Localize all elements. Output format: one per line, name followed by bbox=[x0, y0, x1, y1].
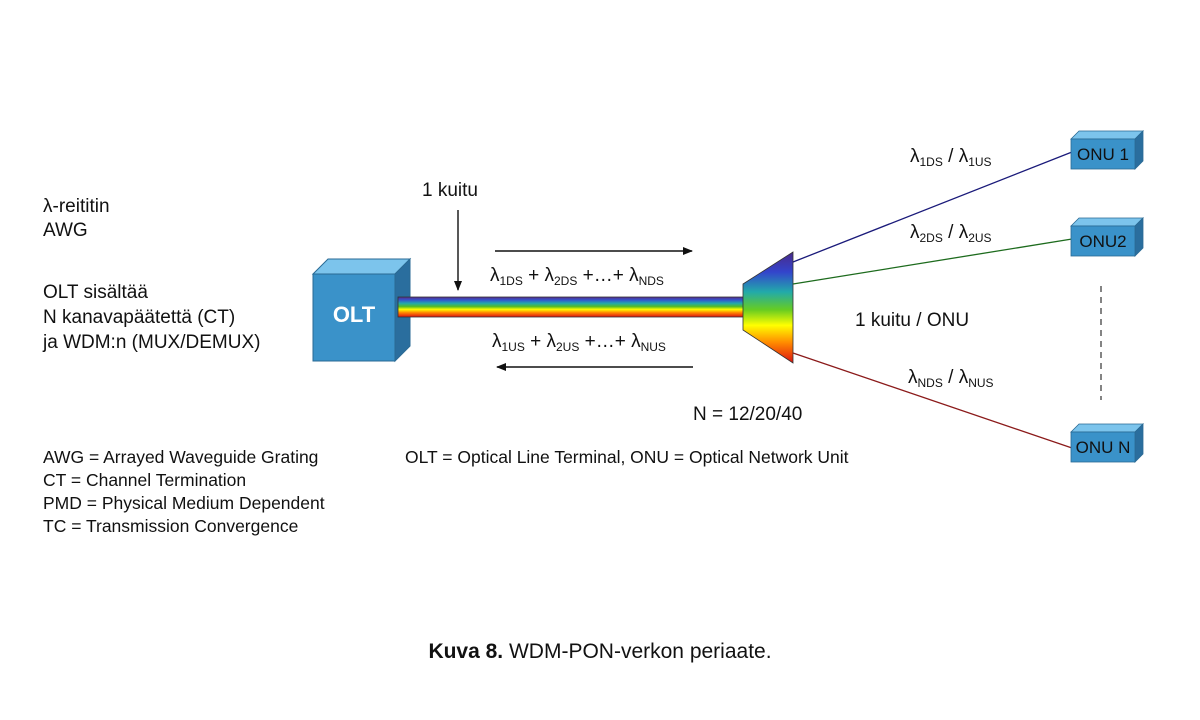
note-olt-contains: OLT sisältää bbox=[43, 282, 148, 303]
terms-definition: OLT = Optical Line Terminal, ONU = Optic… bbox=[405, 447, 849, 467]
per-onu-fiber-label: 1 kuitu / ONU bbox=[855, 310, 970, 331]
onu-n-label: ONU N bbox=[1076, 438, 1131, 457]
fiber bbox=[397, 296, 749, 318]
onu-1-box: ONU 1 bbox=[1070, 130, 1144, 170]
onu-n-wavelengths: λNDS / λNUS bbox=[908, 367, 994, 390]
fiber-label: 1 kuitu bbox=[422, 180, 478, 201]
onu-1-label: ONU 1 bbox=[1077, 145, 1129, 164]
abbreviation-tc: TC = Transmission Convergence bbox=[43, 516, 299, 536]
abbreviation-pmd: PMD = Physical Medium Dependent bbox=[43, 493, 325, 513]
olt-box: OLT bbox=[311, 257, 412, 363]
abbreviation-awg: AWG = Arrayed Waveguide Grating bbox=[43, 447, 319, 467]
note-awg: AWG bbox=[43, 220, 88, 241]
abbreviation-ct: CT = Channel Termination bbox=[43, 470, 247, 490]
caption-text: WDM-PON-verkon periaate. bbox=[503, 640, 772, 663]
onu-1-link bbox=[792, 151, 1073, 263]
note-lambda-router: λ-reititin bbox=[43, 196, 110, 217]
onu-n-box: ONU N bbox=[1070, 423, 1144, 463]
onu-2-link bbox=[792, 238, 1073, 285]
awg-router bbox=[742, 251, 794, 364]
onu-n-link bbox=[792, 352, 1073, 449]
note-channel-terminations: N kanavapäätettä (CT) bbox=[43, 307, 236, 328]
figure-caption: Kuva 8. WDM-PON-verkon periaate. bbox=[0, 640, 1200, 664]
caption-number: Kuva 8. bbox=[428, 640, 504, 663]
onu-2-label: ONU2 bbox=[1079, 232, 1126, 251]
split-count: N = 12/20/40 bbox=[693, 404, 803, 425]
onu-1-wavelengths: λ1DS / λ1US bbox=[910, 146, 992, 169]
note-wdm: ja WDM:n (MUX/DEMUX) bbox=[43, 332, 261, 353]
upstream-wavelengths: λ1US + λ2US +…+ λNUS bbox=[492, 331, 666, 354]
olt-label: OLT bbox=[333, 302, 376, 327]
onu-2-box: ONU2 bbox=[1070, 217, 1144, 257]
onu-2-wavelengths: λ2DS / λ2US bbox=[910, 222, 992, 245]
downstream-wavelengths: λ1DS + λ2DS +…+ λNDS bbox=[490, 265, 664, 288]
